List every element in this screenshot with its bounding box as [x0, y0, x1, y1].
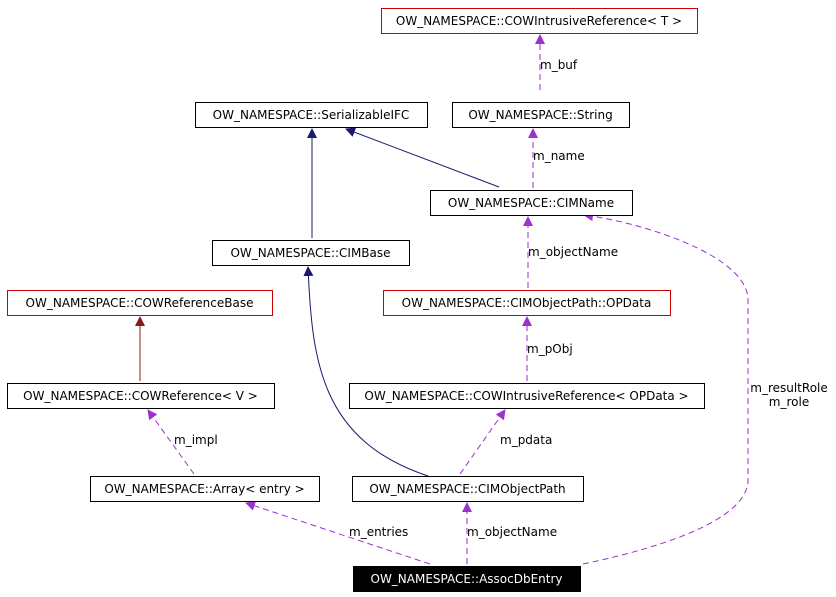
- node-label: OW_NAMESPACE::CIMName: [448, 196, 614, 210]
- edge-label-m-buf: m_buf: [540, 58, 578, 72]
- edge-cimobjectpath-cimbase: [303, 266, 429, 477]
- edge-label-m-name: m_name: [533, 149, 585, 163]
- edge-label-m-pdata: m_pdata: [500, 433, 552, 447]
- edge-m-result-role: [582, 211, 749, 565]
- node-box: [452, 102, 630, 128]
- node-cim-base[interactable]: OW_NAMESPACE::CIMBase: [212, 240, 410, 266]
- node-cim-object-path[interactable]: OW_NAMESPACE::CIMObjectPath: [352, 476, 584, 502]
- node-array-entry[interactable]: OW_NAMESPACE::Array< entry >: [90, 476, 320, 502]
- node-label: OW_NAMESPACE::CIMBase: [230, 246, 390, 260]
- edge-label-m-object-name-bottom: m_objectName: [467, 525, 557, 539]
- node-label: OW_NAMESPACE::String: [468, 108, 612, 122]
- node-string[interactable]: OW_NAMESPACE::String: [452, 102, 630, 128]
- node-cim-object-path-opdata[interactable]: OW_NAMESPACE::CIMObjectPath::OPData: [383, 290, 671, 316]
- node-label: OW_NAMESPACE::COWReference< V >: [23, 389, 258, 403]
- edge-label-m-pobj: m_pObj: [527, 342, 573, 356]
- node-cim-name[interactable]: OW_NAMESPACE::CIMName: [430, 190, 633, 216]
- node-box: [383, 290, 671, 316]
- node-label: OW_NAMESPACE::Array< entry >: [104, 482, 304, 496]
- edge-cimname-serializable: [345, 127, 500, 188]
- node-box: [7, 290, 273, 316]
- edge-m-pdata: [459, 409, 506, 475]
- node-box: [195, 102, 428, 128]
- node-box: [349, 383, 705, 409]
- node-assoc-db-entry[interactable]: OW_NAMESPACE::AssocDbEntry: [353, 566, 581, 592]
- edge-label-m-entries: m_entries: [349, 525, 408, 539]
- node-label: OW_NAMESPACE::COWReferenceBase: [26, 296, 254, 310]
- node-cow-intrusive-ref-opdata[interactable]: OW_NAMESPACE::COWIntrusiveReference< OPD…: [349, 383, 705, 409]
- node-box: [7, 383, 275, 409]
- node-label: OW_NAMESPACE::CIMObjectPath: [369, 482, 565, 496]
- node-box: [381, 8, 698, 34]
- node-label: OW_NAMESPACE::SerializableIFC: [213, 108, 410, 122]
- node-cow-intrusive-ref-t[interactable]: OW_NAMESPACE::COWIntrusiveReference< T >: [381, 8, 698, 34]
- node-serializable-ifc[interactable]: OW_NAMESPACE::SerializableIFC: [195, 102, 428, 128]
- edge-m-impl: [147, 409, 195, 475]
- node-cow-reference-base[interactable]: OW_NAMESPACE::COWReferenceBase: [7, 290, 273, 316]
- edge-label-m-impl: m_impl: [174, 433, 218, 447]
- node-box: [90, 476, 320, 502]
- edge-m-entries: [245, 501, 431, 565]
- edge-label-m-object-name-top: m_objectName: [528, 245, 618, 259]
- node-box: [212, 240, 410, 266]
- node-box: [430, 190, 633, 216]
- node-label: OW_NAMESPACE::CIMObjectPath::OPData: [402, 296, 652, 310]
- node-label: OW_NAMESPACE::AssocDbEntry: [371, 572, 563, 586]
- node-label: OW_NAMESPACE::COWIntrusiveReference< OPD…: [364, 389, 688, 403]
- node-label: OW_NAMESPACE::COWIntrusiveReference< T >: [396, 14, 682, 28]
- node-cow-reference-v[interactable]: OW_NAMESPACE::COWReference< V >: [7, 383, 275, 409]
- node-box: [352, 476, 584, 502]
- node-box: [353, 566, 581, 592]
